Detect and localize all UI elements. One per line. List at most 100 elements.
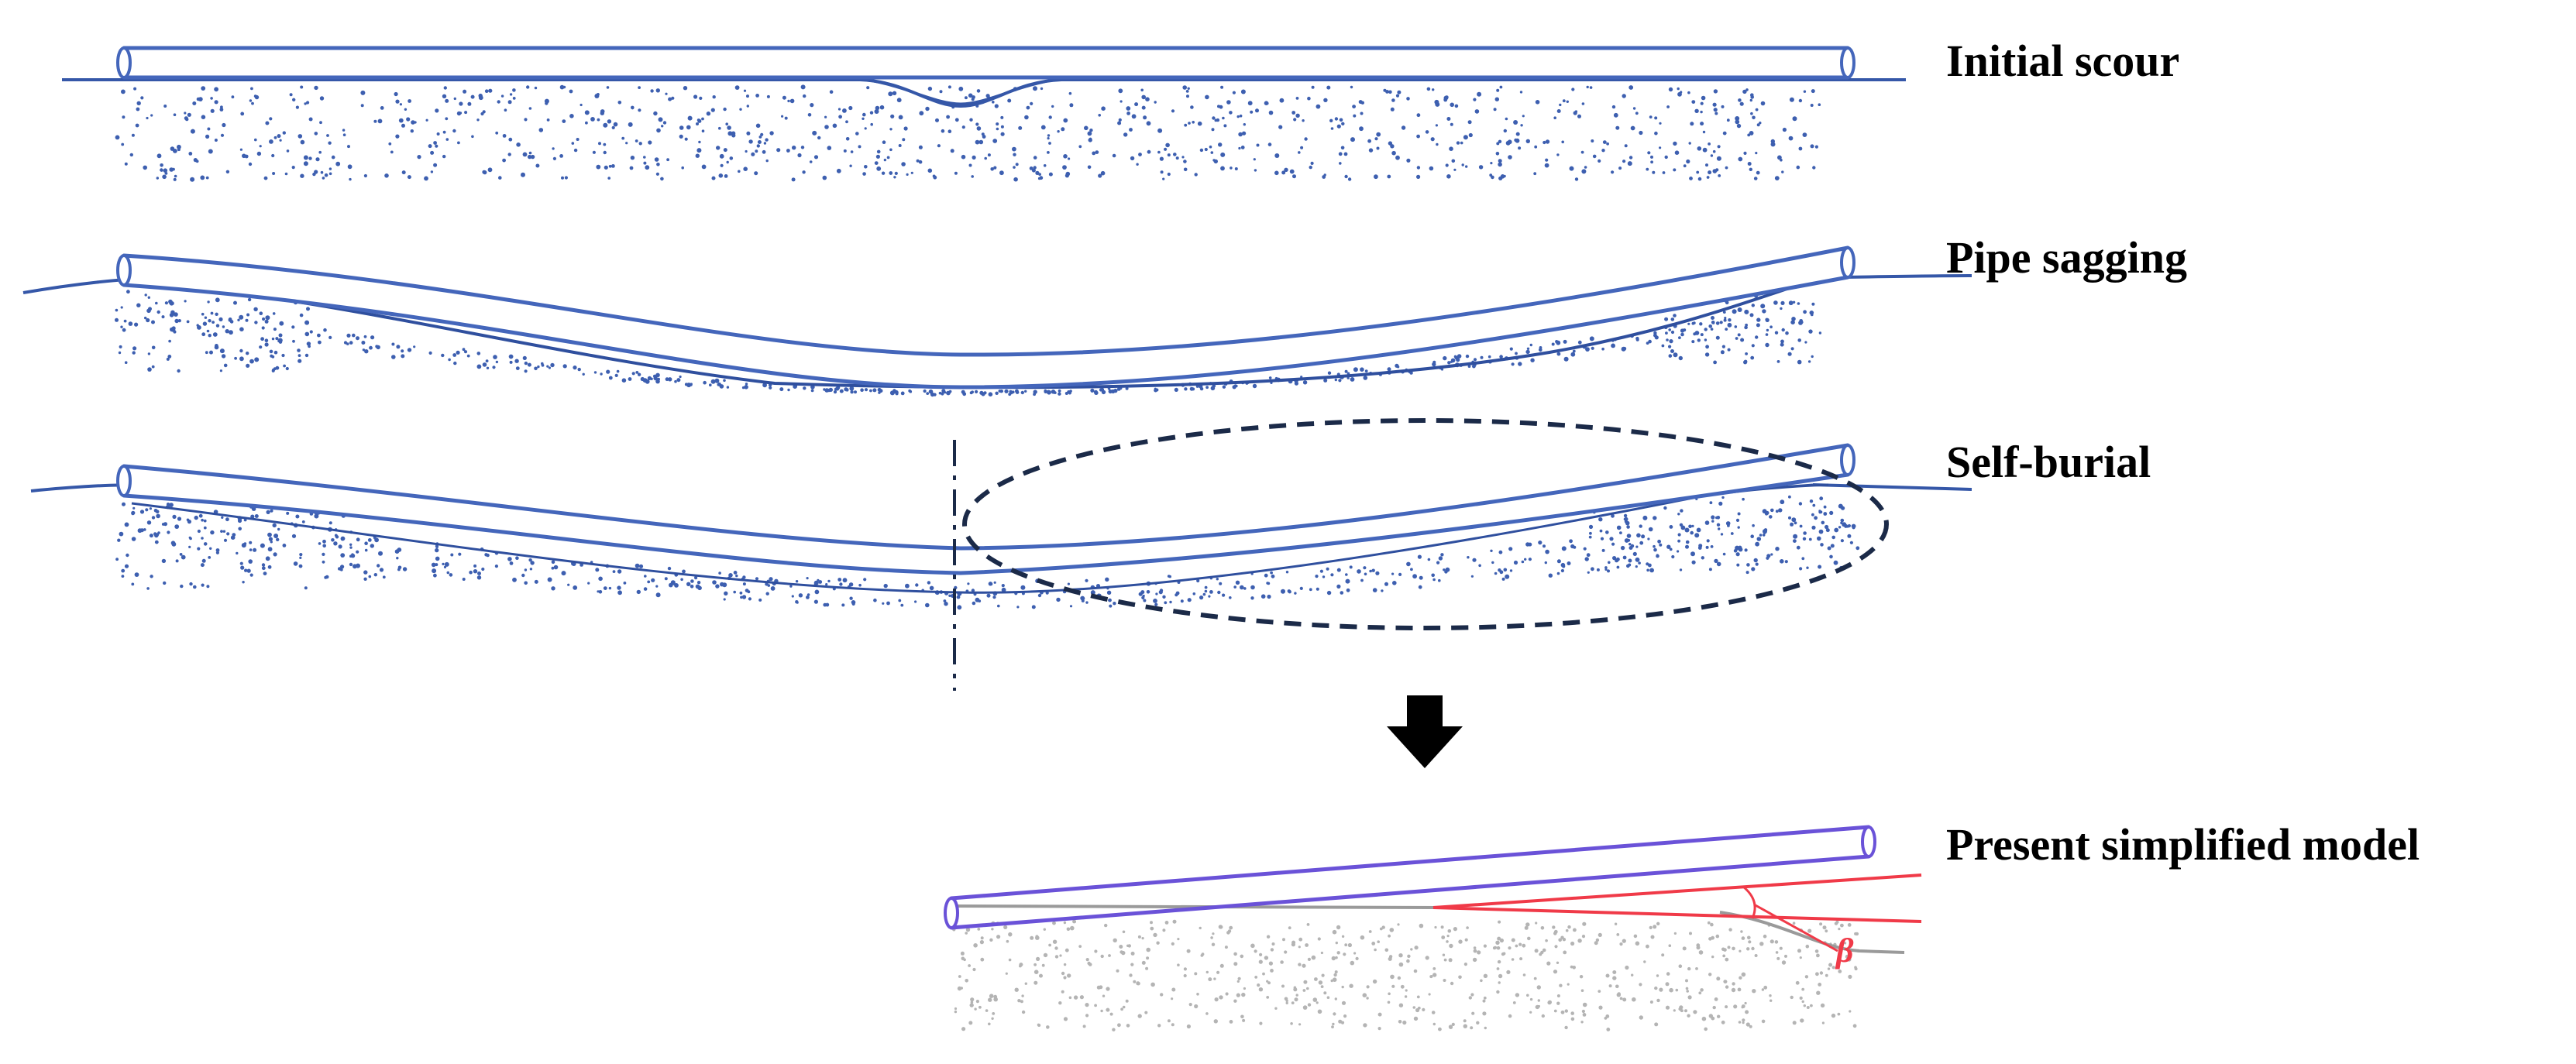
sand-dot [1214, 997, 1219, 1002]
sand-dot [1039, 973, 1043, 978]
sand-dot [1187, 87, 1190, 91]
sand-dot [1756, 123, 1760, 127]
sand-dot [1710, 154, 1714, 157]
sand-dot [1680, 509, 1684, 513]
sand-dot [655, 585, 659, 588]
sand-dot [638, 142, 642, 146]
sand-dot [1334, 117, 1339, 121]
sand-dot [370, 544, 374, 548]
sand-dot [1737, 333, 1741, 337]
sand-dot [1154, 388, 1157, 393]
label-simplified-model: Present simplified model [1946, 819, 2420, 870]
sand-dot [265, 121, 270, 125]
sand-dot [965, 932, 968, 935]
sand-dot [1500, 174, 1505, 179]
sand-dot [203, 519, 207, 523]
sand-dot [223, 538, 228, 542]
sand-dot [495, 360, 499, 364]
sand-dot [1473, 358, 1477, 362]
sand-dot [1572, 349, 1576, 353]
sand-dot [1068, 157, 1071, 160]
sand-dot [625, 142, 628, 145]
sand-dot [742, 575, 746, 579]
sand-dot [1671, 554, 1675, 559]
sand-dot [1204, 147, 1208, 152]
sand-dot [1515, 944, 1518, 948]
sand-dot [1847, 534, 1852, 538]
sand-dot [1746, 563, 1750, 567]
sand-dot [1780, 339, 1784, 344]
sand-dot [1333, 1012, 1336, 1016]
sand-dot [1465, 354, 1470, 359]
sand-dot [1659, 987, 1663, 992]
sand-dot [900, 391, 905, 396]
sand-dot [1033, 393, 1036, 396]
sand-dot [380, 551, 383, 555]
sand-dot [927, 581, 931, 585]
sand-dot [273, 552, 277, 557]
sand-dot [1250, 585, 1255, 590]
sand-dot [1591, 567, 1594, 571]
sand-dot [1769, 515, 1773, 519]
sand-dot [1048, 115, 1052, 119]
sand-dot [1654, 986, 1658, 990]
sand-dot [1188, 1003, 1192, 1007]
sand-dot [1063, 963, 1067, 966]
sand-dot [1119, 945, 1123, 949]
sand-dot [1687, 995, 1692, 1000]
sand-dot [1598, 932, 1602, 937]
sand-dot [1508, 155, 1512, 160]
sand-dot [1760, 101, 1766, 106]
sand-dot [1831, 1013, 1836, 1018]
sand-dot [299, 313, 304, 317]
sand-dot [1259, 952, 1263, 956]
sand-dot [767, 584, 771, 587]
sand-dot [740, 595, 743, 599]
sand-dot [1725, 328, 1728, 331]
sand-dot [683, 86, 688, 91]
sand-dot [292, 339, 295, 343]
sand-dot [349, 546, 353, 549]
sand-dot [738, 170, 741, 173]
sand-dot [222, 325, 225, 328]
sand-dot [406, 117, 411, 122]
sand-dot [1000, 125, 1004, 129]
sand-dot [1335, 941, 1339, 945]
sand-dot [445, 138, 449, 141]
sand-dot [382, 575, 386, 579]
sand-dot [1765, 333, 1769, 336]
sand-dot [1803, 310, 1807, 314]
sand-dot [1402, 1020, 1407, 1025]
sand-dot [1497, 936, 1501, 941]
sand-dot [174, 174, 177, 178]
pipe [122, 46, 1850, 80]
sand-dot [696, 148, 702, 153]
sand-dot [630, 156, 635, 160]
sand-dot [1209, 590, 1213, 594]
sand-dot [1701, 556, 1704, 560]
sand-dot [1416, 113, 1421, 118]
sand-dot [988, 582, 993, 586]
sand-dot [254, 357, 260, 362]
sand-dot [1294, 997, 1298, 1002]
sand-dot [715, 584, 720, 589]
sand-dot [851, 600, 856, 605]
sand-dot [1172, 919, 1177, 924]
sand-dot [1545, 158, 1549, 162]
sand-dot [1661, 953, 1665, 957]
sand-dot [1268, 110, 1274, 115]
sand-dot [1425, 130, 1429, 134]
sand-dot [671, 96, 675, 100]
sand-dot [1818, 510, 1821, 513]
sand-dot [614, 373, 618, 377]
sand-dot [1293, 986, 1297, 990]
sand-dot [967, 582, 970, 585]
scour-hole-profile [855, 77, 1066, 105]
sand-dot [150, 575, 153, 578]
sand-dot [462, 348, 466, 352]
sand-dot [1789, 97, 1794, 102]
sand-dot [1240, 1014, 1244, 1019]
sand-dot [1721, 105, 1725, 108]
sand-dot [1164, 147, 1168, 151]
sand-dot [824, 125, 829, 129]
